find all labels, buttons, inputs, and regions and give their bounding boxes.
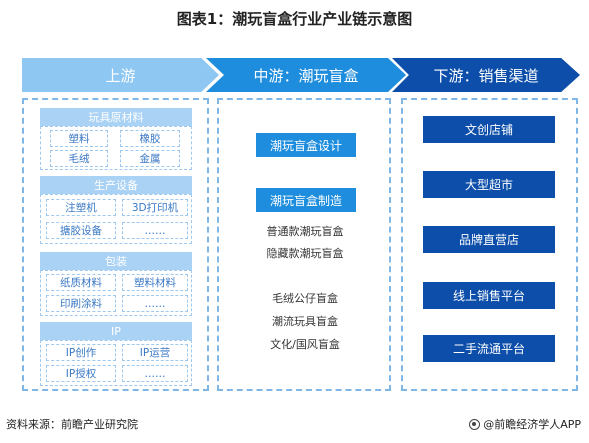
section-equipment: 生产设备 bbox=[40, 176, 192, 194]
midstream-design: 潮玩盲盒设计 bbox=[256, 133, 356, 157]
section-packaging: 包装 bbox=[40, 252, 192, 270]
cell-paper-material: 纸质材料 bbox=[46, 274, 116, 291]
stage-downstream-label: 下游：销售渠道 bbox=[433, 66, 539, 85]
cell-rotocasting-equipment: 搪胶设备 bbox=[46, 222, 116, 239]
group-equipment bbox=[40, 194, 192, 244]
stage-upstream-label: 上游 bbox=[105, 66, 136, 85]
cell-ip-licensing: IP授权 bbox=[46, 365, 116, 382]
cell-metal: 金属 bbox=[120, 150, 180, 167]
cell-plastic: 塑料 bbox=[50, 130, 108, 147]
midstream-type-hidden: 隐藏款潮玩盲盒 bbox=[266, 247, 344, 260]
cell-ip-operation: IP运营 bbox=[122, 344, 188, 361]
cell-ip-creation: IP创作 bbox=[46, 344, 116, 361]
group-packaging bbox=[40, 270, 192, 316]
source-note: 资料来源：前瞻产业研究院 bbox=[6, 418, 138, 431]
upstream-column bbox=[22, 98, 209, 391]
midstream-manufacture: 潮玩盲盒制造 bbox=[256, 188, 356, 212]
cell-plastic-material: 塑料材料 bbox=[122, 274, 188, 291]
brand-logo-icon bbox=[469, 418, 481, 430]
midstream-type-plush: 毛绒公仔盲盒 bbox=[272, 292, 338, 305]
cell-plush: 毛绒 bbox=[50, 150, 108, 167]
cell-ip-more: …… bbox=[122, 365, 188, 382]
downstream-column bbox=[401, 98, 578, 391]
group-toy-materials bbox=[40, 126, 192, 170]
midstream-type-culture: 文化/国风盲盒 bbox=[270, 338, 340, 351]
cell-equipment-more: …… bbox=[122, 222, 188, 239]
section-ip: IP bbox=[40, 322, 192, 340]
brand-footer: @前瞻经济学人APP bbox=[469, 416, 581, 432]
channel-supermarket: 大型超市 bbox=[423, 171, 555, 198]
cell-injection-machine: 注塑机 bbox=[46, 199, 116, 216]
stage-upstream: 上游 bbox=[22, 58, 219, 92]
stage-midstream-label: 中游：潮玩盲盒 bbox=[253, 66, 359, 85]
cell-rubber: 橡胶 bbox=[120, 130, 180, 147]
channel-secondhand-platform: 二手流通平台 bbox=[423, 335, 555, 362]
midstream-column bbox=[217, 98, 391, 391]
cell-packaging-more: …… bbox=[122, 295, 188, 312]
channel-online-platform: 线上销售平台 bbox=[423, 282, 555, 309]
section-toy-materials: 玩具原材料 bbox=[40, 108, 192, 126]
midstream-type-trendy: 潮流玩具盲盒 bbox=[272, 315, 338, 328]
stage-downstream: 下游：销售渠道 bbox=[392, 58, 580, 92]
midstream-type-regular: 普通款潮玩盲盒 bbox=[266, 225, 344, 238]
page-title: 图表1：潮玩盲盒行业产业链示意图 bbox=[176, 10, 413, 28]
channel-brand-store: 品牌直营店 bbox=[423, 226, 555, 253]
channel-cultural-store: 文创店铺 bbox=[423, 116, 555, 143]
brand-name: @前瞻经济学人APP bbox=[483, 418, 581, 431]
cell-printing-coating: 印刷涂料 bbox=[46, 295, 116, 312]
group-ip bbox=[40, 340, 192, 386]
cell-3d-printer: 3D打印机 bbox=[122, 199, 188, 216]
stage-midstream: 中游：潮玩盲盒 bbox=[206, 58, 406, 92]
